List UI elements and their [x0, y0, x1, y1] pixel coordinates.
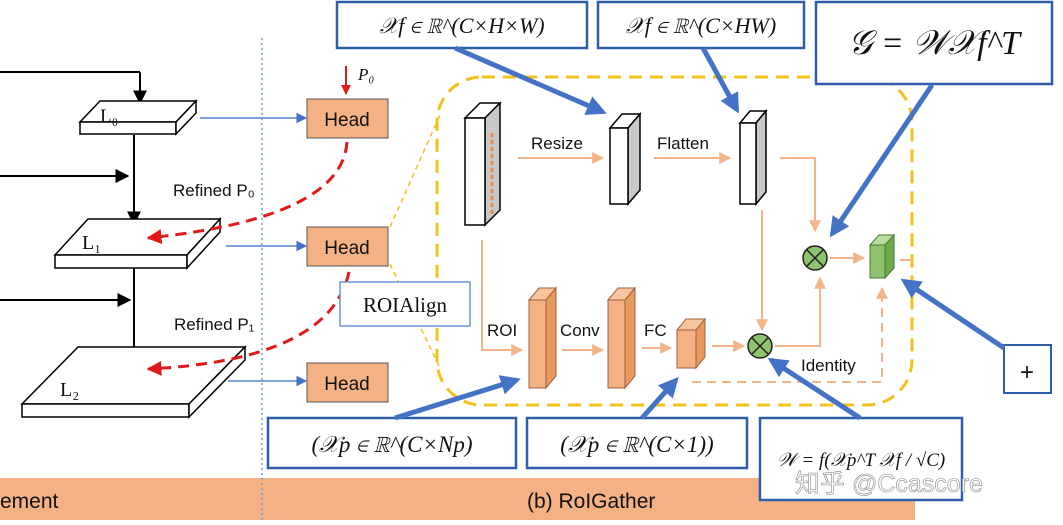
head-2-label: Head: [324, 374, 369, 395]
plus-label: +: [1020, 359, 1034, 386]
roialign-label: ROIAlign: [363, 293, 448, 317]
identity-path: [692, 286, 888, 383]
feature-map-block: [463, 101, 502, 227]
fc-label: FC: [644, 321, 667, 340]
head-0-box: [306, 98, 389, 139]
footer-left-label: ement: [0, 490, 59, 513]
layer-l1-label: L₁: [82, 232, 101, 254]
output-block: [868, 233, 896, 280]
layer-l1-plane: [53, 217, 222, 270]
plus-box: [1003, 344, 1052, 394]
formula-xf-chw-flat: 𝒳f ∈ ℝ^(C×HW): [626, 13, 776, 38]
pointer-w: [767, 357, 862, 421]
formula-box-w: [758, 416, 964, 502]
refined-p1-label: Refined P₁: [174, 315, 255, 334]
roi-label: ROI: [487, 321, 517, 340]
formula-w: 𝒲 = f(𝒳p^T 𝒳f / √C): [777, 450, 946, 471]
pointer-xf-chw-flat: [700, 46, 740, 114]
w-to-g-arrow: [775, 276, 826, 347]
formula-box-xf-chw-flat: [596, 0, 806, 50]
layer-l0-plane: [78, 99, 198, 136]
conv-block: [606, 286, 637, 390]
head-2-box: [306, 362, 389, 403]
formula-box-xf-chw: [335, 0, 589, 50]
multiply-top-icon: [802, 245, 828, 271]
pointer-xf-chw: [454, 45, 607, 115]
head-1-label: Head: [324, 238, 369, 259]
layer-l2-plane: [20, 345, 247, 419]
roigather-container: [435, 75, 914, 407]
pointer-plus: [900, 278, 1006, 351]
flatten-label: Flatten: [657, 134, 709, 153]
p0-label: P₀: [357, 65, 374, 84]
resized-block: [608, 111, 642, 207]
pointer-xp-cnp: [394, 375, 521, 421]
footer-right-label: (b) RoIGather: [527, 490, 655, 513]
flattened-block: [738, 108, 768, 207]
roi-block: [527, 286, 558, 390]
layer-l0-label: L₀: [100, 106, 118, 127]
head-1-box: [306, 226, 389, 267]
multiply-bottom-icon: [747, 333, 773, 359]
formula-g: 𝒢 = 𝒲𝒳f^T: [848, 25, 1022, 62]
formula-box-g: [814, 0, 1054, 86]
formula-xp-cnp: (𝒳p ∈ ℝ^(C×Np): [311, 432, 472, 457]
pointer-g: [829, 83, 935, 238]
roialign-box: [339, 281, 471, 327]
formula-xp-c1: (𝒳p ∈ ℝ^(C×1)): [560, 432, 713, 457]
formula-xf-chw: 𝒳f ∈ ℝ^(C×H×W): [379, 13, 544, 38]
identity-label: Identity: [801, 356, 856, 375]
formula-box-xp-c1: [525, 416, 749, 470]
zoom-line-top: [389, 114, 441, 228]
head-0-label: Head: [324, 110, 369, 131]
resize-label: Resize: [531, 134, 583, 153]
refined-p0-label: Refined P₀: [173, 181, 255, 200]
fc-block: [675, 317, 707, 370]
layer-l2-label: L₂: [60, 379, 79, 401]
formula-box-xp-cnp: [266, 416, 518, 470]
flatten-to-mult-arrow: [780, 157, 821, 233]
roi-path-arrow: [481, 240, 524, 356]
refined-p0-curve: [146, 141, 349, 245]
watermark-text: 知乎 @Ccascore: [795, 470, 983, 498]
conv-label: Conv: [560, 321, 600, 340]
pointer-xp-c1: [640, 377, 679, 420]
